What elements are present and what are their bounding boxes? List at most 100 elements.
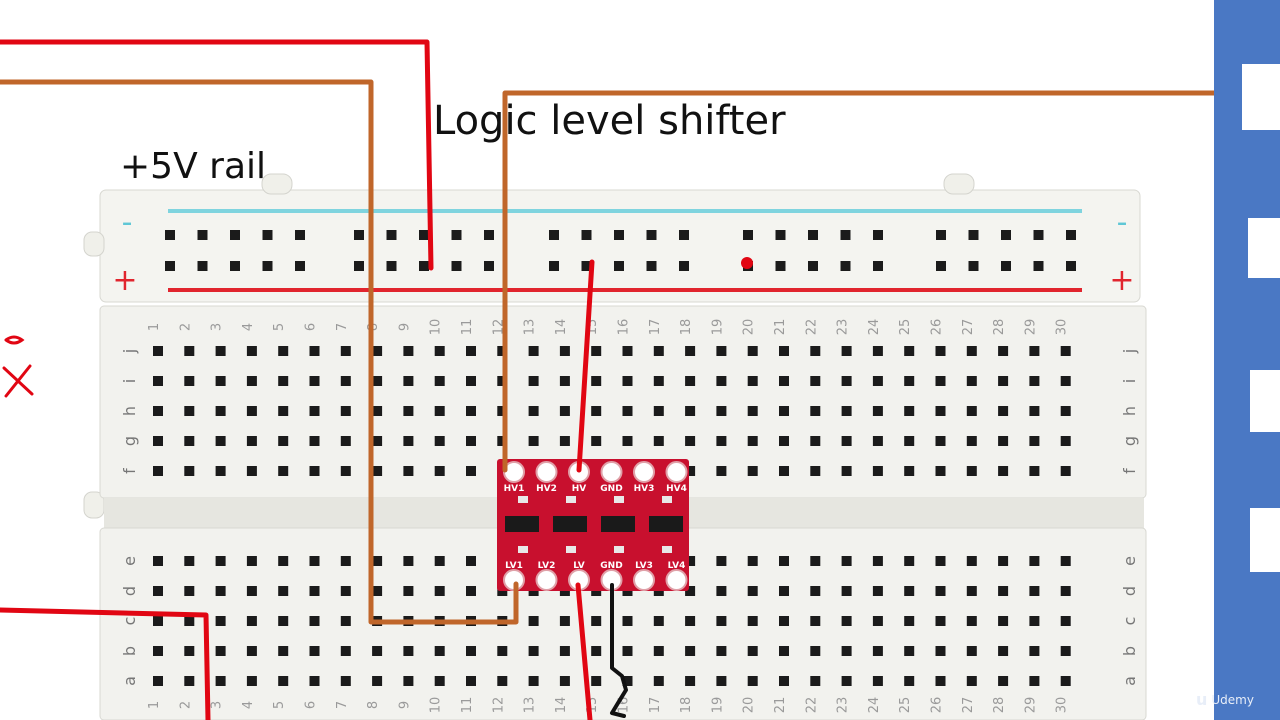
terminal-hole [278, 646, 289, 656]
terminal-hole [810, 676, 821, 686]
terminal-hole [184, 616, 195, 626]
terminal-hole [528, 406, 539, 416]
terminal-hole [591, 646, 602, 656]
row-letter: g [1120, 436, 1139, 446]
column-number: 9 [397, 323, 412, 331]
column-number: 22 [804, 319, 819, 336]
terminal-hole [747, 406, 758, 416]
terminal-hole [403, 556, 414, 566]
row-letter: h [120, 406, 139, 416]
terminal-hole [685, 616, 696, 626]
shifter-pin-label: LV [573, 561, 584, 571]
terminal-hole [904, 346, 915, 356]
terminal-hole [841, 436, 852, 446]
terminal-hole [466, 436, 476, 446]
rail-hole [679, 261, 689, 271]
rail-hole [386, 230, 397, 240]
terminal-hole [466, 406, 476, 416]
rail-hole [262, 261, 273, 271]
red-wire-bottom-left [0, 607, 211, 720]
column-number: 14 [554, 319, 569, 336]
rail-hole [354, 261, 364, 271]
rail-hole [1001, 261, 1011, 271]
column-number: 24 [867, 319, 882, 336]
terminal-hole [1060, 586, 1071, 596]
terminal-hole [1060, 376, 1071, 386]
terminal-hole [779, 406, 789, 416]
slide-thumbnail[interactable] [1250, 370, 1280, 432]
slide-thumbnail[interactable] [1242, 64, 1280, 130]
terminal-hole [1029, 436, 1040, 446]
shifter-pin [665, 569, 688, 591]
terminal-hole [622, 346, 633, 356]
terminal-hole [340, 436, 351, 446]
rail-hole [1001, 230, 1011, 240]
terminal-hole [278, 376, 289, 386]
column-number: 10 [429, 697, 444, 714]
column-number: 16 [617, 319, 632, 336]
terminal-hole [434, 466, 445, 476]
terminal-hole [591, 406, 602, 416]
terminal-hole [904, 646, 915, 656]
slide-thumbnail[interactable] [1248, 218, 1280, 278]
column-number: 2 [178, 701, 193, 709]
terminal-hole [998, 556, 1009, 566]
terminal-hole [904, 376, 915, 386]
column-number: 17 [648, 697, 663, 714]
terminal-hole [559, 346, 570, 356]
mosfet-chip [649, 516, 683, 532]
column-number: 28 [992, 319, 1007, 336]
row-letter: a [120, 676, 139, 686]
rail-hole [581, 230, 592, 240]
row-letter: i [1120, 379, 1139, 383]
terminal-hole [246, 376, 257, 386]
terminal-hole [497, 436, 508, 446]
terminal-hole [747, 586, 758, 596]
terminal-hole [904, 436, 915, 446]
terminal-hole [184, 346, 195, 356]
column-number: 28 [992, 697, 1007, 714]
mosfet-chip [553, 516, 587, 532]
terminal-hole [966, 406, 977, 416]
terminal-hole [998, 646, 1009, 656]
terminal-hole [246, 406, 257, 416]
rail-hole [197, 261, 208, 271]
terminal-hole [528, 376, 539, 386]
rail-hole [419, 261, 429, 271]
terminal-hole [372, 586, 383, 596]
rail-hole [646, 261, 657, 271]
column-number: 21 [773, 319, 788, 336]
terminal-hole [747, 376, 758, 386]
terminal-hole [309, 376, 320, 386]
terminal-hole [184, 406, 195, 416]
rail-hole [808, 261, 818, 271]
column-number: 4 [241, 701, 256, 709]
terminal-hole [1029, 586, 1040, 596]
terminal-hole [591, 376, 602, 386]
brown-wire-hv1 [502, 90, 1269, 473]
terminal-hole [466, 376, 476, 386]
row-letter: e [1120, 556, 1139, 566]
column-number: 19 [710, 697, 725, 714]
terminal-hole [622, 406, 633, 416]
row-letter: f [1120, 468, 1139, 474]
column-number: 2 [178, 323, 193, 331]
slide-thumbnail[interactable] [1250, 508, 1280, 572]
terminal-hole [966, 346, 977, 356]
wires [0, 39, 1269, 720]
column-number: 3 [210, 701, 225, 709]
terminal-hole [309, 586, 320, 596]
terminal-hole [340, 646, 351, 656]
terminal-hole [559, 436, 570, 446]
rail-hole [581, 261, 592, 271]
terminal-hole [685, 376, 696, 386]
terminal-hole [779, 436, 789, 446]
terminal-hole [497, 646, 508, 656]
terminal-hole [215, 376, 226, 386]
terminal-hole [309, 646, 320, 656]
terminal-hole [215, 406, 226, 416]
column-number: 27 [961, 697, 976, 714]
column-number: 19 [710, 319, 725, 336]
